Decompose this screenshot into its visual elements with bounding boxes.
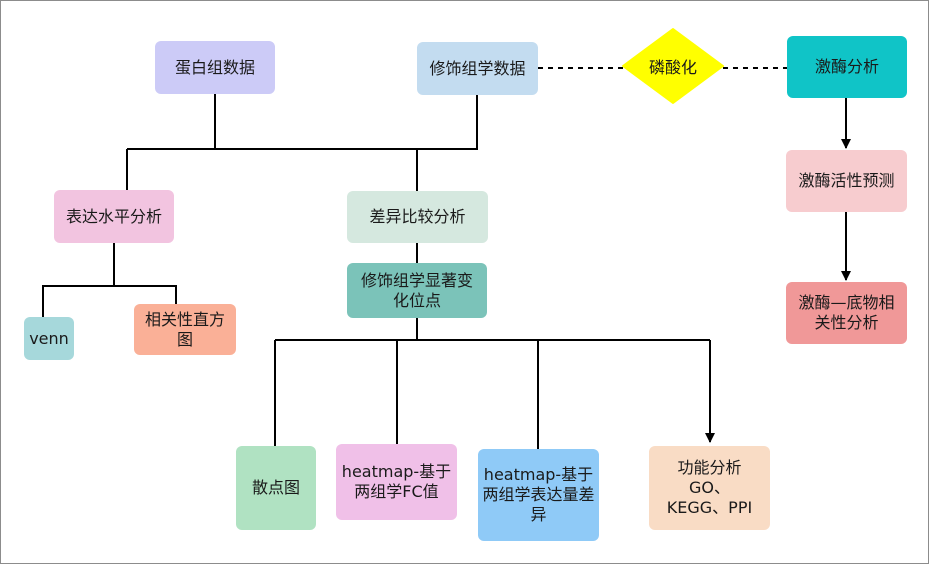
node-expression: 表达水平分析 <box>54 190 174 243</box>
node-venn: venn <box>24 317 74 360</box>
node-modomics: 修饰组学数据 <box>417 42 538 95</box>
node-diff: 差异比较分析 <box>347 191 488 243</box>
node-phospho: 磷酸化 <box>621 27 725 105</box>
node-function: 功能分析 GO、KEGG、PPI <box>649 446 770 530</box>
connector-expression-children <box>42 243 115 317</box>
node-scatter: 散点图 <box>236 446 316 530</box>
connector-to-corr-hist <box>114 285 177 304</box>
node-kinase-activity: 激酶活性预测 <box>786 150 907 212</box>
node-sigsites: 修饰组学显著变化位点 <box>347 263 487 318</box>
connector-modomics-merge <box>215 95 478 150</box>
node-kinase-substrate: 激酶—底物相关性分析 <box>786 282 907 344</box>
node-phospho-label: 磷酸化 <box>648 58 697 77</box>
node-heatmap-expr: heatmap-基于两组学表达量差异 <box>478 449 599 541</box>
node-proteome: 蛋白组数据 <box>155 41 275 94</box>
connector-proteome-merge <box>127 94 216 150</box>
node-kinase: 激酶分析 <box>787 36 907 98</box>
node-corr-hist: 相关性直方图 <box>134 304 236 355</box>
node-heatmap-fc: heatmap-基于两组学FC值 <box>336 444 457 520</box>
